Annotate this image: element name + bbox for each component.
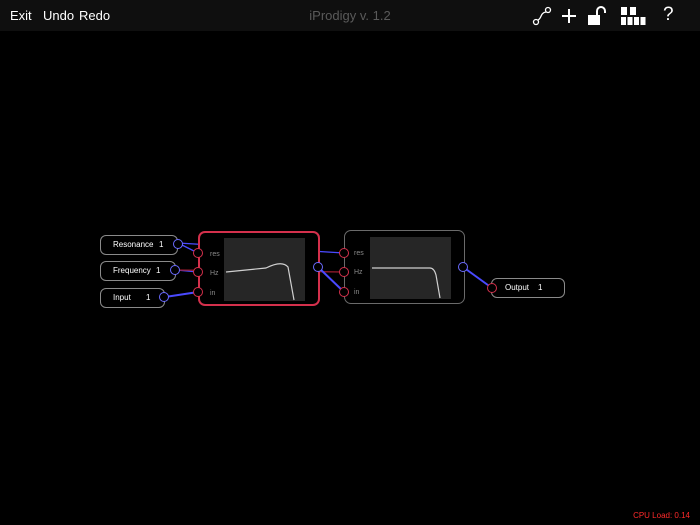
cpu-load-status: CPU Load: 0.14 — [633, 511, 690, 520]
filter1-out-port[interactable] — [313, 262, 323, 272]
filter2-out-port[interactable] — [458, 262, 468, 272]
filter-module-2[interactable]: res Hz in — [344, 230, 465, 304]
output-in-port[interactable] — [487, 283, 497, 293]
param-input[interactable]: Input 1 — [100, 288, 165, 308]
input-out-port[interactable] — [159, 292, 169, 302]
output-box[interactable]: Output 1 — [491, 278, 565, 298]
undo-button[interactable]: Undo — [43, 8, 75, 23]
param-value: 1 — [159, 240, 164, 249]
toolbar: Exit Undo Redo iProdigy v. 1.2 ? — [0, 0, 700, 31]
param-resonance[interactable]: Resonance 1 — [100, 235, 178, 255]
output-value: 1 — [538, 283, 543, 292]
add-icon[interactable] — [557, 4, 581, 28]
port-label-hz: Hz — [354, 269, 363, 276]
connect-icon[interactable] — [530, 4, 554, 28]
unlock-icon[interactable] — [585, 4, 609, 28]
filter-response-curve — [225, 263, 295, 301]
filter-response-curve — [372, 267, 441, 299]
port-label-hz: Hz — [210, 270, 219, 277]
param-label: Resonance — [113, 240, 154, 249]
exit-button[interactable]: Exit — [10, 8, 32, 23]
filter1-hz-port[interactable] — [193, 267, 203, 277]
modules-icon[interactable] — [619, 4, 647, 28]
filter-response-display — [224, 238, 305, 301]
filter2-in-port[interactable] — [339, 287, 349, 297]
param-value: 1 — [146, 293, 151, 302]
help-icon[interactable]: ? — [663, 4, 674, 25]
param-label: Frequency — [113, 266, 151, 275]
filter2-res-port[interactable] — [339, 248, 349, 258]
frequency-out-port[interactable] — [170, 265, 180, 275]
param-frequency[interactable]: Frequency 1 — [100, 261, 176, 281]
port-label-res: res — [210, 251, 220, 258]
port-label-in: in — [210, 290, 216, 297]
resonance-out-port[interactable] — [173, 239, 183, 249]
port-label-in: in — [354, 289, 360, 296]
filter1-in-port[interactable] — [193, 287, 203, 297]
filter2-hz-port[interactable] — [339, 267, 349, 277]
app-title: iProdigy v. 1.2 — [309, 8, 391, 23]
param-label: Input — [113, 293, 131, 302]
filter1-res-port[interactable] — [193, 248, 203, 258]
param-value: 1 — [156, 266, 161, 275]
output-label: Output — [505, 283, 530, 292]
filter-module-1[interactable]: res Hz in — [198, 231, 320, 306]
port-label-res: res — [354, 250, 364, 257]
filter-response-display — [370, 237, 451, 299]
redo-button[interactable]: Redo — [79, 8, 111, 23]
